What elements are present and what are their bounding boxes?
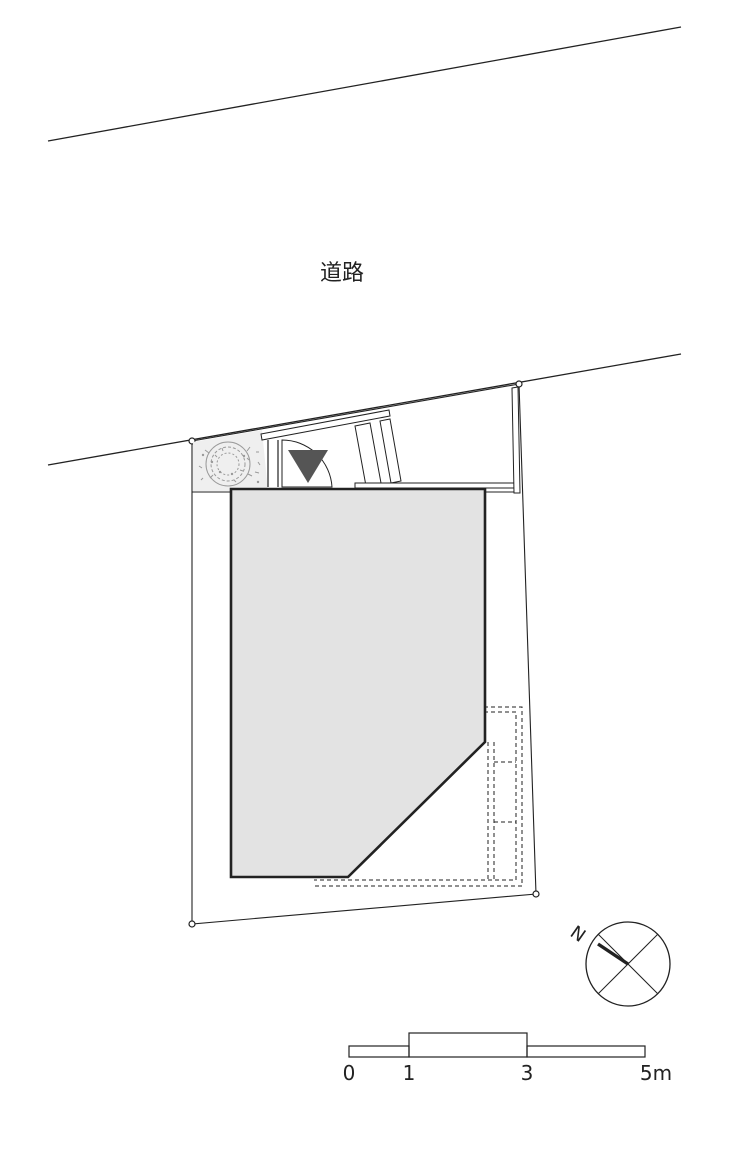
boundary-marker <box>188 920 196 928</box>
gate-canopy <box>260 409 391 441</box>
planting-area <box>193 430 268 491</box>
entry-steps <box>354 418 402 487</box>
scale-label-1: 1 <box>403 1061 416 1085</box>
scale-segment <box>408 1032 528 1058</box>
scale-label-0: 0 <box>343 1061 356 1085</box>
north-arrow: N <box>566 921 671 1007</box>
road-edge-near <box>47 353 682 466</box>
north-arrow-circle <box>585 921 671 1007</box>
scale-segment <box>348 1045 410 1058</box>
scale-segment <box>526 1045 646 1058</box>
north-arrow-needle <box>597 942 629 966</box>
road-edge-far <box>47 26 682 142</box>
entrance-marker <box>288 450 328 483</box>
road-label: 道路 <box>320 261 364 286</box>
boundary-markers <box>188 380 540 928</box>
side-wall <box>511 386 521 494</box>
parking-outline <box>314 706 523 887</box>
scale-label-3: 3 <box>521 1061 534 1085</box>
building-footprint <box>229 487 487 879</box>
scale-bar <box>348 1032 646 1058</box>
front-low-wall <box>354 482 515 489</box>
boundary-marker <box>515 380 523 388</box>
boundary-marker <box>532 890 540 898</box>
scale-label-5m: 5m <box>640 1061 672 1085</box>
north-label: N <box>566 922 589 947</box>
